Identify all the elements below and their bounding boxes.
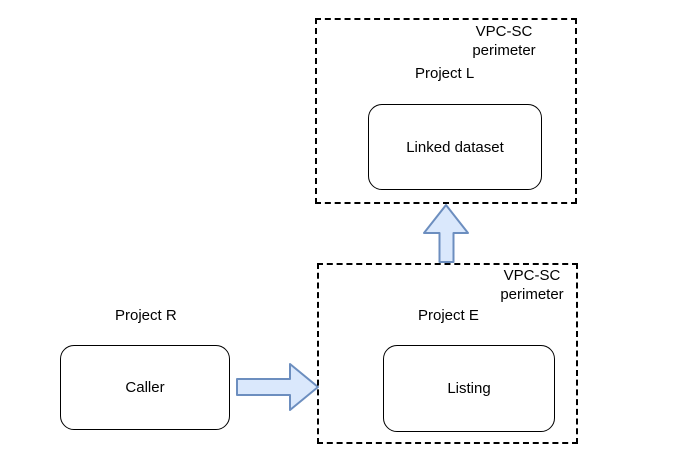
listing-node: Listing [383,345,555,432]
perimeter-bottom-label-line2: perimeter [500,286,564,303]
right-arrow-icon [236,363,319,411]
vpc-sc-perimeter-top [315,18,577,204]
caller-node: Caller [60,345,230,430]
perimeter-bottom-label-line1: VPC-SC [503,267,561,284]
vpc-sc-perimeter-top-label: VPC-SC perimeter [434,22,574,60]
perimeter-top-label-line1: VPC-SC [475,23,533,40]
vpc-sc-perimeter-bottom [317,263,578,444]
caller-to-listing-arrow [236,363,319,411]
project-l-label: Project L [415,65,475,82]
vpc-sc-perimeter-bottom-label: VPC-SC perimeter [462,266,602,304]
perimeter-top-label-line2: perimeter [472,42,536,59]
linked-dataset-node-label: Linked dataset [406,138,504,156]
project-e-label: Project E [418,307,479,324]
listing-node-label: Listing [447,380,491,397]
linked-dataset-node: Linked dataset [368,104,542,190]
project-r-label: Project R [115,307,177,324]
caller-node-label: Caller [125,379,165,396]
up-arrow-icon [423,204,469,263]
listing-to-linked-dataset-arrow [423,204,469,263]
